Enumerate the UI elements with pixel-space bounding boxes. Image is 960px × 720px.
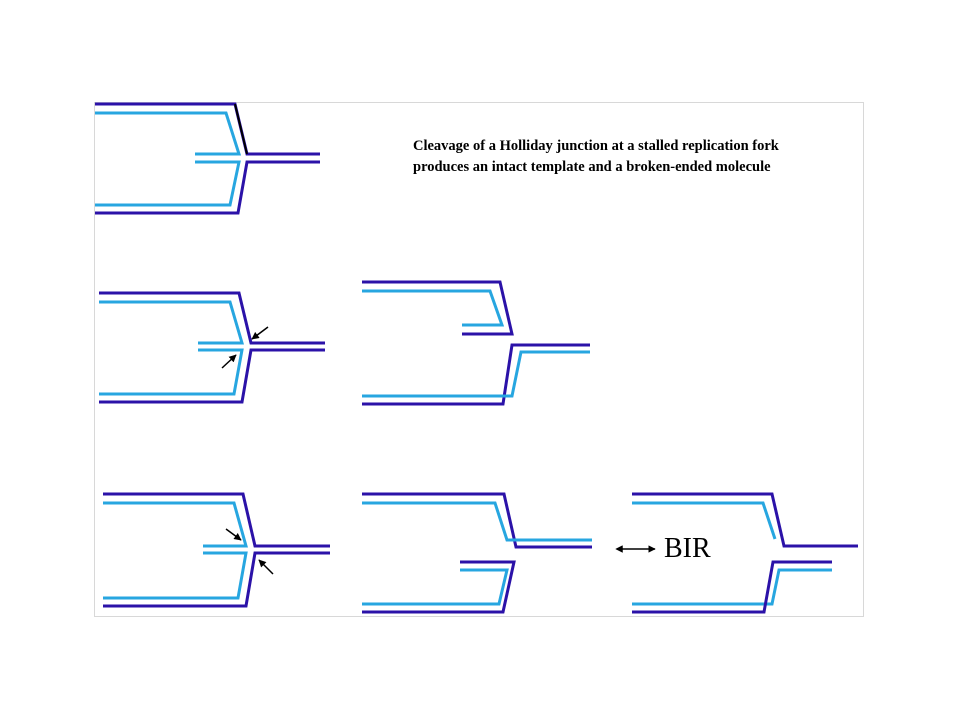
bir-restored-fork (632, 492, 858, 614)
cleavage-product-a (362, 280, 590, 406)
light-strand-bottom (95, 160, 241, 207)
light-strand-bottom-right (362, 350, 590, 398)
junction-cross-strand (234, 103, 248, 155)
dark-strand-top (362, 280, 514, 336)
bir-label: BIR (664, 533, 711, 564)
dark-strand-top (632, 492, 858, 548)
cleavage-arrow-icon (221, 354, 237, 369)
light-strand-top (99, 300, 245, 345)
dark-strand-bottom (362, 560, 516, 614)
light-strand-bottom (362, 568, 509, 606)
dark-strand-top (103, 492, 330, 548)
junction-cleavage-b (103, 492, 330, 608)
light-strand-top (95, 111, 242, 156)
broken-ended-molecule (362, 492, 592, 614)
light-strand-bottom (103, 551, 248, 600)
cleavage-arrow-icon (251, 326, 269, 340)
diagram-panel (94, 102, 864, 617)
dark-strand-bottom (95, 160, 320, 215)
light-strand-top (103, 501, 248, 548)
dark-strand-top (362, 492, 592, 549)
light-strand-top (362, 501, 592, 542)
dark-strand-bottom (632, 560, 832, 614)
diagram-caption: Cleavage of a Holliday junction at a sta… (413, 138, 779, 175)
cleavage-arrow-icon (225, 528, 242, 541)
light-strand-top (362, 289, 505, 327)
dark-strand-bottom (99, 348, 325, 404)
dark-strand-top (99, 291, 325, 345)
dark-strand-bottom (103, 551, 330, 608)
stalled-fork-junction (95, 102, 320, 215)
light-strand-bottom (99, 348, 244, 396)
light-strand-top-visible (632, 501, 777, 540)
dark-strand-bottom-right (362, 343, 590, 406)
light-strand-bottom (632, 568, 832, 606)
cleavage-arrow-icon (258, 559, 274, 575)
junction-cleavage-a (99, 291, 325, 404)
